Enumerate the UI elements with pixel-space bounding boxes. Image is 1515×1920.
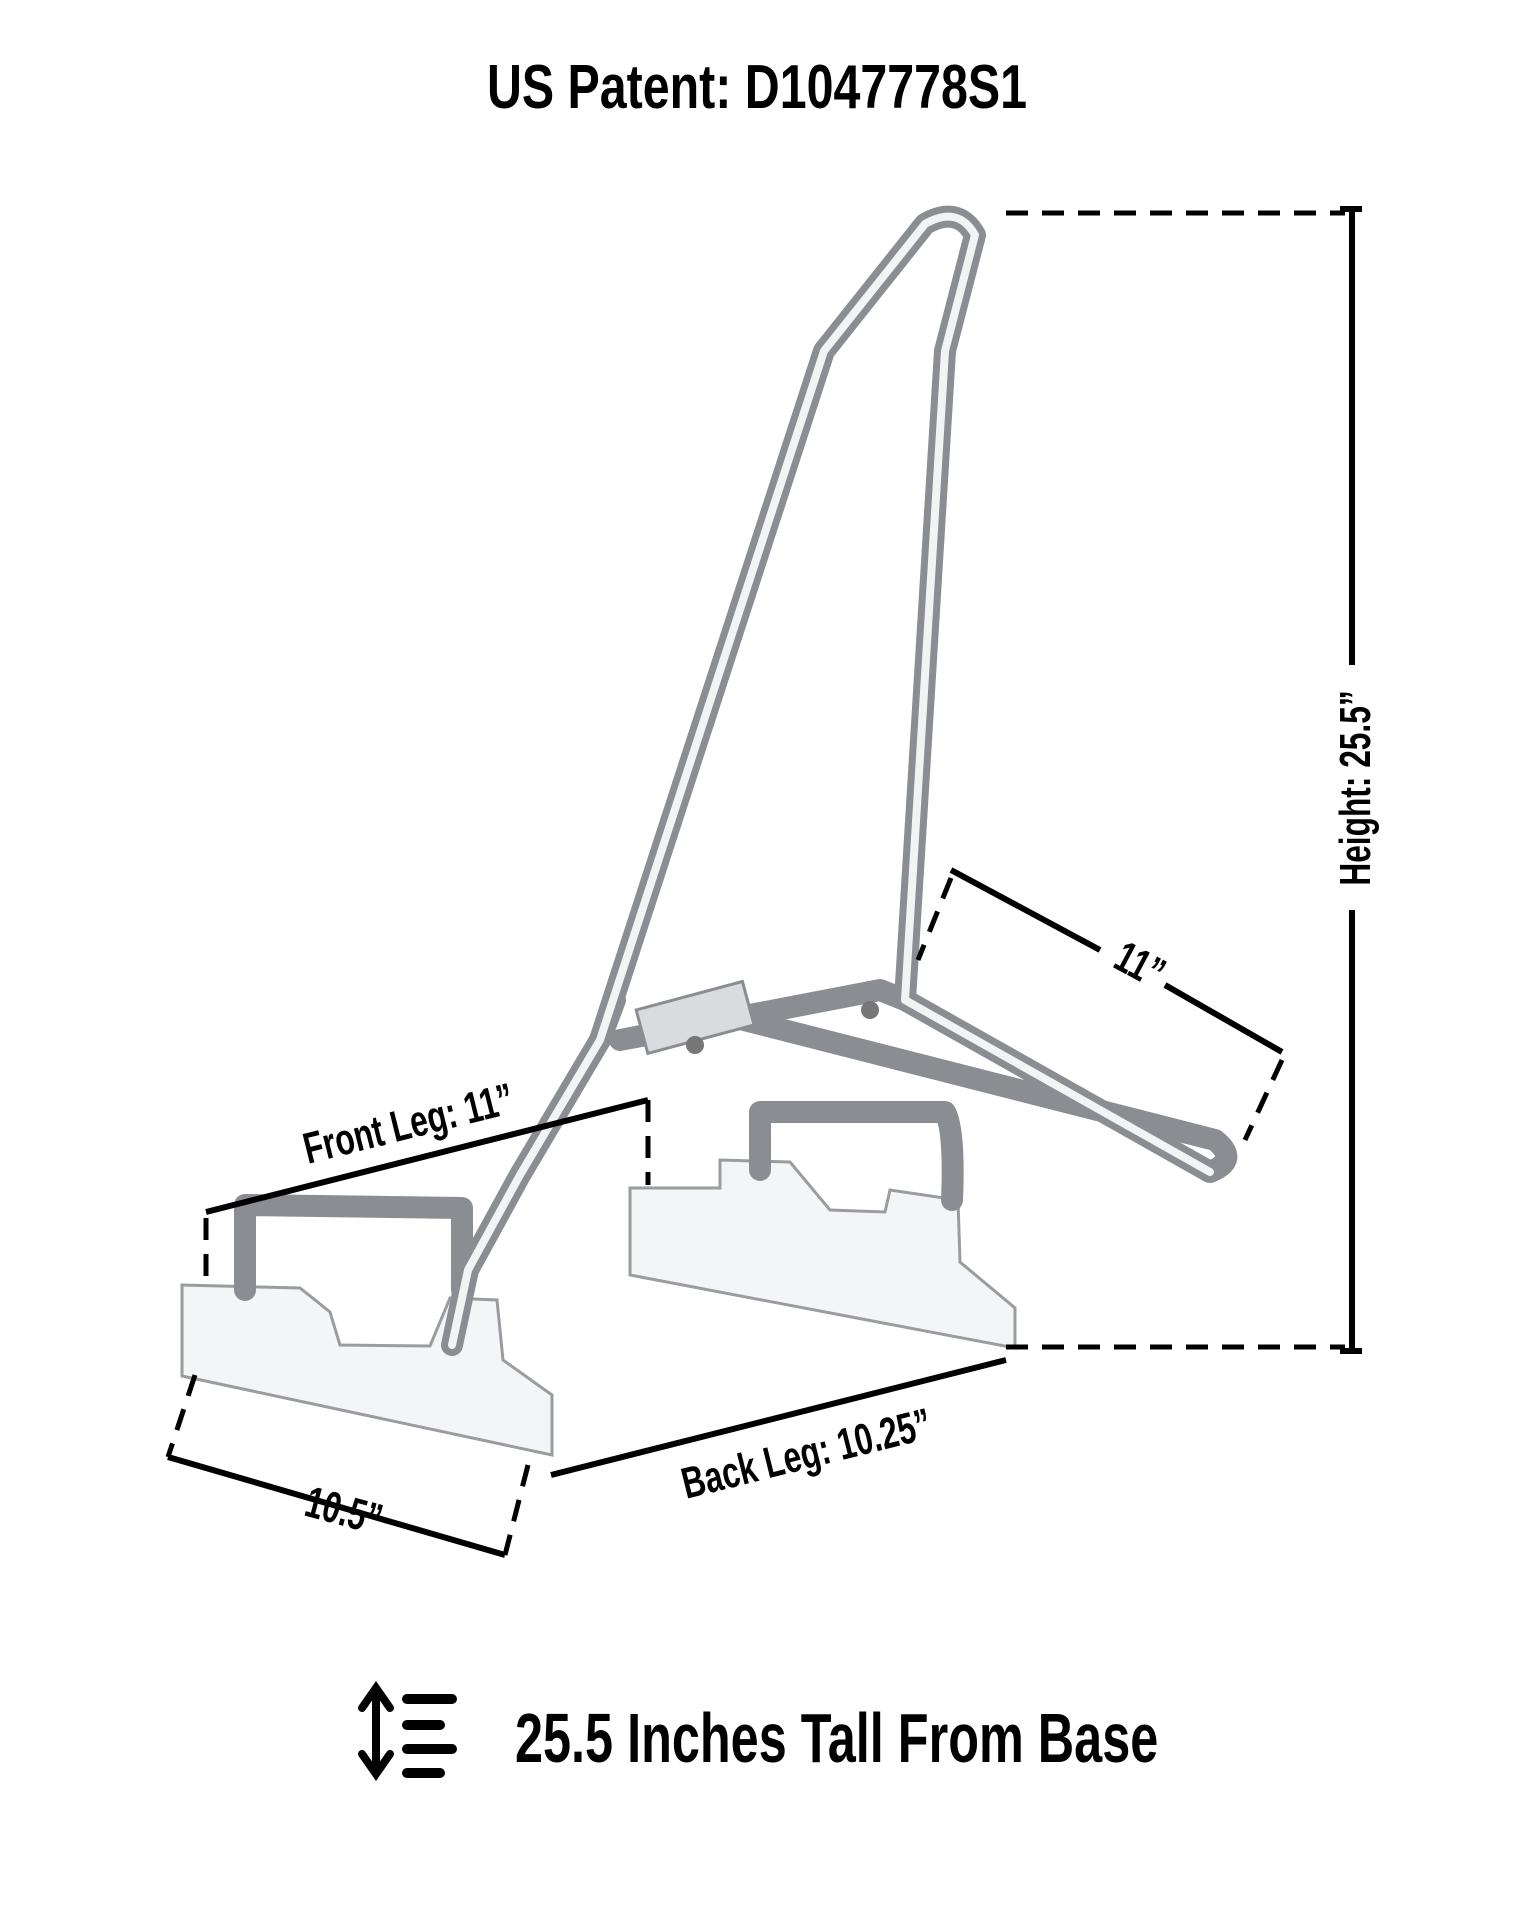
back-plate-loop bbox=[749, 1101, 964, 1211]
height-label: Height: 25.5” bbox=[1331, 690, 1380, 885]
sissy-bar-drawing bbox=[180, 205, 1238, 1457]
height-arrow-icon bbox=[358, 1681, 457, 1781]
back-leg-dimension: Back Leg: 10.25” bbox=[550, 1357, 1007, 1509]
patent-title: US Patent: D1047778S1 bbox=[487, 52, 1027, 121]
front-plate-loop bbox=[234, 1194, 473, 1301]
height-dimension: Height: 25.5” bbox=[1006, 206, 1380, 1354]
front-mount-plate bbox=[180, 1283, 554, 1457]
hinge-bolt bbox=[861, 1001, 879, 1019]
height-summary-text: 25.5 Inches Tall From Base bbox=[515, 1699, 1158, 1777]
hinge-bolt bbox=[686, 1036, 704, 1054]
front-leg-dimension: Front Leg: 11” bbox=[203, 1074, 651, 1290]
plate-width-label: 10.5” bbox=[300, 1477, 388, 1545]
back-leg-label: Back Leg: 10.25” bbox=[677, 1399, 937, 1509]
top-width-label: 11” bbox=[1106, 932, 1173, 999]
